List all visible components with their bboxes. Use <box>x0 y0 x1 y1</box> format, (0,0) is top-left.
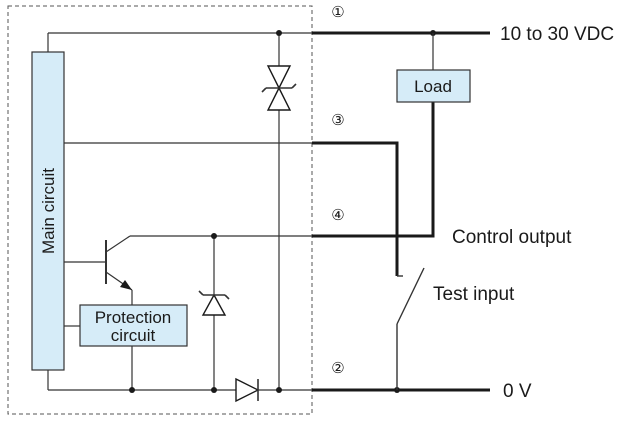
transistor-emitter-arrow <box>120 280 132 290</box>
test-input-switch-icon <box>396 267 425 390</box>
terminal-4-marker: ④ <box>331 207 344 224</box>
main-circuit-label: Main circuit <box>39 168 58 254</box>
terminal-3-marker: ③ <box>331 112 344 129</box>
diode-icon <box>235 377 260 403</box>
sensor-boundary <box>7 5 313 415</box>
protection-label-line1: Protection <box>95 308 172 327</box>
zener-diode-icon <box>198 290 230 316</box>
main-circuit-block <box>31 51 65 371</box>
ground-label: 0 V <box>503 381 532 402</box>
protection-label-line2: circuit <box>111 326 156 345</box>
load-block <box>396 69 471 103</box>
supply-label: 10 to 30 VDC <box>500 24 614 45</box>
test-input-label: Test input <box>433 284 515 305</box>
control-output-label: Control output <box>452 227 572 248</box>
terminal-2-marker: ② <box>331 360 344 377</box>
tvs-diode-icon <box>261 65 297 111</box>
terminal-1-marker: ① <box>331 4 344 21</box>
external-wiring <box>312 31 490 392</box>
load-label: Load <box>414 77 452 96</box>
protection-circuit-block <box>79 304 188 347</box>
